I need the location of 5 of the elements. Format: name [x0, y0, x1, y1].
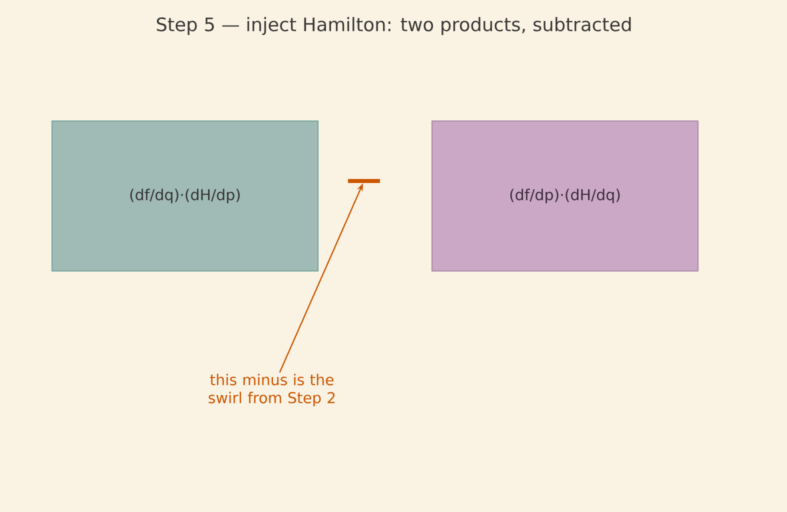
formula-box: (df/dq)·(dH/dp): [52, 120, 318, 272]
title: Step 5 — inject Hamilton: two products, subtracted: [156, 17, 631, 35]
formula-box: (df/dp)·(dH/dq): [432, 120, 698, 272]
minus-bar: [348, 179, 380, 183]
callout-text: this minus is the swirl from Step 2: [208, 374, 335, 406]
